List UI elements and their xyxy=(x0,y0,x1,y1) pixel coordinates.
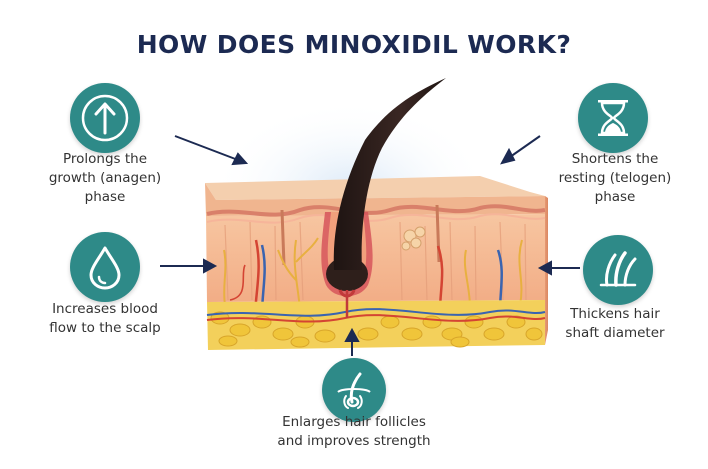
prolongs-growth-label: Prolongs the growth (anagen) phase xyxy=(48,151,162,205)
thickens-shaft-label: Thickens hair shaft diameter xyxy=(565,306,665,341)
blood-flow-icon-badge xyxy=(70,232,140,302)
shortens-resting-label: Shortens the resting (telogen) phase xyxy=(558,151,672,205)
follicle-icon xyxy=(337,372,371,409)
blood-flow-label: Increases blood flow to the scalp xyxy=(49,301,161,336)
hourglass-icon xyxy=(598,100,628,136)
drop-icon xyxy=(89,246,121,290)
arrow-up-icon xyxy=(81,94,129,142)
shortens-resting-icon-badge xyxy=(578,83,648,153)
prolongs-growth-icon-badge xyxy=(70,83,140,153)
pointer-arrows xyxy=(160,135,580,356)
hair-shaft xyxy=(333,78,446,270)
thickens-shaft-icon-badge xyxy=(583,235,653,305)
hair-strands-icon xyxy=(599,251,637,287)
enlarges-follicle-icon-badge xyxy=(322,358,386,422)
epidermis-layer xyxy=(205,183,545,216)
skin-top-face xyxy=(205,176,545,200)
enlarges-follicle-label: Enlarges hair follicles and improves str… xyxy=(277,414,431,449)
dermis-layer xyxy=(206,214,545,302)
nerve-branches xyxy=(223,237,523,311)
page-title: HOW DOES MINOXIDIL WORK? xyxy=(136,30,572,59)
sebaceous-gland xyxy=(401,226,426,251)
